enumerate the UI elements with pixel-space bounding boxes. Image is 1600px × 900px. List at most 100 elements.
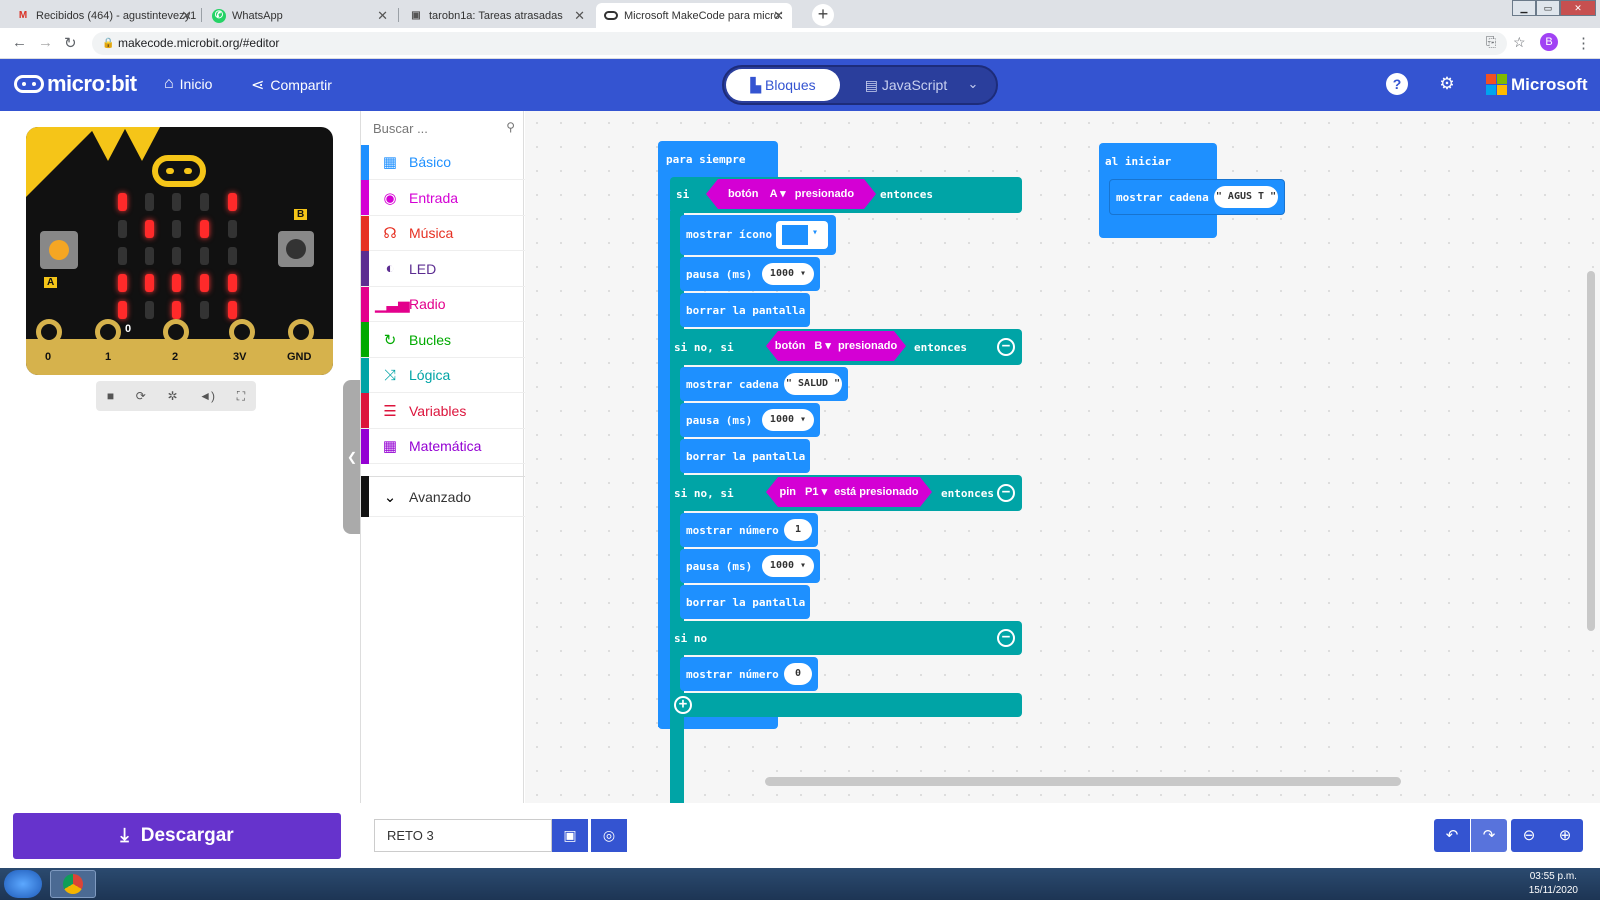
new-tab-button[interactable]: + bbox=[812, 4, 834, 26]
category-1[interactable]: ◉Entrada bbox=[361, 180, 525, 216]
menu-icon[interactable]: ⋮ bbox=[1576, 35, 1591, 52]
horizontal-scrollbar[interactable] bbox=[765, 777, 1401, 786]
remove-branch-icon[interactable]: − bbox=[997, 484, 1015, 502]
pause-block[interactable]: pausa (ms) 1000 ▾ bbox=[680, 549, 820, 583]
github-button[interactable]: ◎ bbox=[591, 819, 627, 852]
button-dropdown[interactable]: B bbox=[814, 340, 823, 352]
pin-gnd[interactable] bbox=[288, 319, 314, 345]
button-dropdown[interactable]: A bbox=[769, 188, 778, 200]
remove-branch-icon[interactable]: − bbox=[997, 338, 1015, 356]
system-clock[interactable]: 03:55 p.m. 15/11/2020 bbox=[1529, 870, 1578, 898]
star-icon[interactable]: ☆ bbox=[1513, 34, 1526, 50]
tab-blocks[interactable]: ▙ Bloques bbox=[726, 69, 840, 101]
collapse-simulator-button[interactable]: ❮ bbox=[343, 380, 361, 534]
search-input[interactable]: Buscar ... ⚲ bbox=[361, 111, 525, 145]
show-icon-block[interactable]: mostrar ícono ▾ bbox=[680, 215, 836, 255]
back-icon[interactable]: ← bbox=[12, 34, 27, 51]
close-icon[interactable]: ✕ bbox=[773, 7, 784, 23]
browser-tab-gmail[interactable]: M Recibidos (464) - agustintevezy1 ✕ bbox=[8, 3, 200, 28]
close-icon[interactable]: ✕ bbox=[574, 7, 585, 23]
category-4[interactable]: ▁▃▅Radio bbox=[361, 286, 525, 322]
microsoft-logo[interactable]: Microsoft bbox=[1486, 74, 1588, 95]
download-button[interactable]: ⤓ Descargar bbox=[13, 813, 341, 859]
icon-dropdown[interactable]: ▾ bbox=[776, 221, 828, 249]
gear-icon[interactable]: ⚙ bbox=[1439, 74, 1455, 93]
button-a-pressed-block[interactable]: botón A ▾ presionado bbox=[706, 179, 876, 209]
category-0[interactable]: ▦Básico bbox=[361, 144, 525, 180]
pause-block[interactable]: pausa (ms) 1000 ▾ bbox=[680, 403, 820, 437]
window-close-button[interactable]: ✕ bbox=[1560, 0, 1596, 16]
stop-icon[interactable]: ■ bbox=[106, 389, 115, 403]
button-b[interactable] bbox=[278, 231, 314, 267]
category-2[interactable]: ☊Música bbox=[361, 215, 525, 251]
url-field[interactable]: 🔒 makecode.microbit.org/#editor bbox=[92, 32, 1507, 55]
minimize-button[interactable]: ▁ bbox=[1512, 0, 1536, 16]
help-icon[interactable]: ? bbox=[1386, 73, 1408, 95]
share-button[interactable]: ⋖ Compartir bbox=[251, 75, 332, 95]
pin-2[interactable] bbox=[163, 319, 189, 345]
number-value[interactable]: 1 bbox=[784, 519, 812, 541]
blocks-workspace[interactable]: para siempre si entonces botón A ▾ presi… bbox=[525, 111, 1600, 803]
category-7[interactable]: ☰Variables bbox=[361, 393, 525, 429]
zoom-out-button[interactable]: ⊖ bbox=[1511, 819, 1547, 852]
clear-screen-block[interactable]: borrar la pantalla bbox=[680, 439, 810, 473]
restart-icon[interactable]: ⟳ bbox=[135, 389, 146, 403]
category-5[interactable]: ↻Bucles bbox=[361, 322, 525, 358]
forward-icon[interactable]: → bbox=[38, 34, 53, 51]
show-number-block[interactable]: mostrar número 1 bbox=[680, 513, 818, 547]
pause-value-dropdown[interactable]: 1000 ▾ bbox=[762, 263, 814, 285]
category-advanced[interactable]: ⌄ Avanzado bbox=[361, 476, 525, 517]
show-string-block[interactable]: mostrar cadena " AGUS T " bbox=[1109, 179, 1285, 215]
chrome-taskbar-icon[interactable] bbox=[50, 870, 96, 898]
microbit-logo[interactable]: micro:bit bbox=[14, 71, 137, 97]
reload-icon[interactable]: ↻ bbox=[64, 35, 77, 52]
pin-3v[interactable] bbox=[229, 319, 255, 345]
string-value[interactable]: " SALUD " bbox=[784, 373, 842, 395]
start-button[interactable] bbox=[4, 870, 42, 898]
clear-screen-block[interactable]: borrar la pantalla bbox=[680, 293, 810, 327]
remove-branch-icon[interactable]: − bbox=[997, 629, 1015, 647]
home-button[interactable]: ⌂ Inicio bbox=[164, 75, 212, 93]
number-value[interactable]: 0 bbox=[784, 663, 812, 685]
vertical-scrollbar[interactable] bbox=[1587, 271, 1595, 631]
close-icon[interactable]: ✕ bbox=[377, 7, 388, 23]
undo-button[interactable]: ↶ bbox=[1434, 819, 1470, 852]
pause-value-dropdown[interactable]: 1000 ▾ bbox=[762, 555, 814, 577]
pause-value-dropdown[interactable]: 1000 ▾ bbox=[762, 409, 814, 431]
maximize-button[interactable]: ▭ bbox=[1536, 0, 1560, 16]
zoom-in-button[interactable]: ⊕ bbox=[1547, 819, 1583, 852]
category-6[interactable]: ⤨Lógica bbox=[361, 357, 525, 393]
button-b-pressed-block[interactable]: botón B ▾ presionado bbox=[766, 331, 906, 361]
category-8[interactable]: ▦Matemática bbox=[361, 428, 525, 464]
debug-icon[interactable]: ✲ bbox=[167, 389, 178, 403]
category-3[interactable]: ◐LED bbox=[361, 251, 525, 287]
redo-button[interactable]: ↷ bbox=[1471, 819, 1507, 852]
chevron-down-icon[interactable]: ⌄ bbox=[967, 76, 979, 91]
browser-tab-whatsapp[interactable]: ✆ WhatsApp ✕ bbox=[204, 3, 396, 28]
microbit-simulator[interactable]: A B 0 0 1 2 3V GND bbox=[26, 127, 333, 375]
pause-block[interactable]: pausa (ms) 1000 ▾ bbox=[680, 257, 820, 291]
translate-icon[interactable]: ⎘ bbox=[1486, 34, 1497, 49]
mute-icon[interactable]: ◄) bbox=[199, 389, 216, 403]
add-branch-icon[interactable]: + bbox=[674, 696, 692, 714]
pin-pressed-block[interactable]: pin P1 ▾ está presionado bbox=[766, 477, 932, 507]
close-icon[interactable]: ✕ bbox=[181, 7, 192, 23]
show-string-block[interactable]: mostrar cadena " SALUD " bbox=[680, 367, 848, 401]
show-number-block[interactable]: mostrar número 0 bbox=[680, 657, 818, 691]
save-button[interactable]: ▣ bbox=[552, 819, 588, 852]
pin-0[interactable] bbox=[36, 319, 62, 345]
else-row[interactable]: si no − bbox=[670, 621, 1022, 655]
forever-block[interactable]: para siempre bbox=[658, 141, 778, 177]
pin-dropdown[interactable]: P1 bbox=[805, 486, 819, 498]
string-value[interactable]: " AGUS T " bbox=[1214, 186, 1278, 208]
profile-avatar[interactable]: B bbox=[1540, 33, 1558, 51]
clear-screen-block[interactable]: borrar la pantalla bbox=[680, 585, 810, 619]
search-icon[interactable]: ⚲ bbox=[506, 120, 515, 134]
project-name-input[interactable]: RETO 3 bbox=[374, 819, 552, 852]
browser-tab-makecode[interactable]: Microsoft MakeCode para micro: ✕ bbox=[596, 3, 792, 28]
browser-tab-classroom[interactable]: ▣ tarobn1a: Tareas atrasadas ✕ bbox=[401, 3, 593, 28]
fullscreen-icon[interactable]: ⛶ bbox=[236, 388, 246, 403]
tab-javascript[interactable]: ▤ JavaScript bbox=[856, 69, 956, 101]
pin-1[interactable] bbox=[95, 319, 121, 345]
button-a[interactable] bbox=[40, 231, 78, 269]
